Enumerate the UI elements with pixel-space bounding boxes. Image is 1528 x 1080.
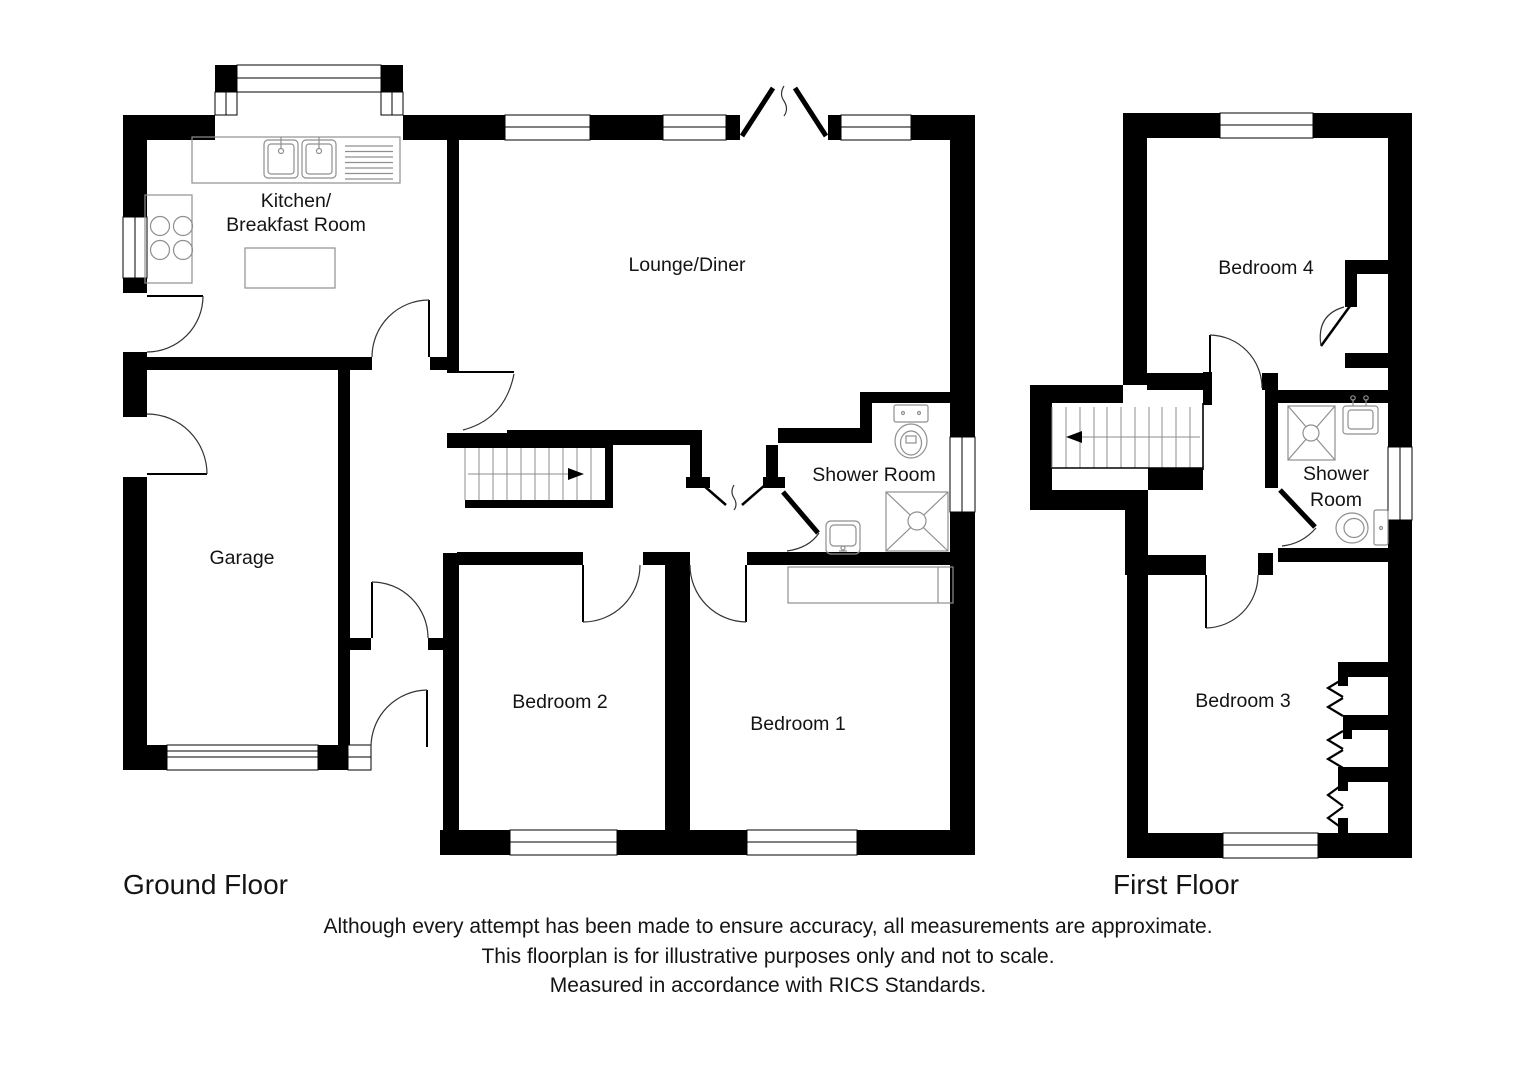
kitchen-sink-icon bbox=[263, 137, 337, 179]
disclaimer-line3: Measured in accordance with RICS Standar… bbox=[550, 974, 987, 997]
kitchen-label-line1: Kitchen/ bbox=[261, 190, 332, 212]
bedroom2-label: Bedroom 2 bbox=[512, 691, 607, 713]
shower-room-window bbox=[949, 436, 976, 513]
bedroom2-door bbox=[582, 564, 641, 623]
lounge-french-doors bbox=[739, 85, 829, 138]
bedroom1-door bbox=[689, 564, 747, 623]
bedroom3-door bbox=[1205, 574, 1259, 629]
first-floor-plan: Bedroom 4 Shower Room Bedroom 3 First Fl… bbox=[1030, 112, 1413, 900]
shower-tray-icon bbox=[1287, 405, 1336, 461]
bedroom4-door bbox=[1209, 334, 1263, 389]
first-floor-stairs bbox=[1051, 403, 1204, 470]
toilet-icon bbox=[893, 404, 929, 459]
bedroom3-label: Bedroom 3 bbox=[1195, 690, 1290, 712]
bedroom4-window bbox=[1219, 112, 1314, 139]
inner-hall-door bbox=[371, 581, 429, 639]
first-floor-title: First Floor bbox=[1113, 869, 1239, 900]
bedroom3-window bbox=[1222, 832, 1319, 859]
disclaimer-line2: This floorplan is for illustrative purpo… bbox=[481, 945, 1054, 968]
ground-floor-doors bbox=[146, 85, 829, 748]
hob-icon bbox=[149, 215, 194, 261]
first-shower-label-line1: Shower bbox=[1303, 463, 1370, 485]
kitchen-fixtures bbox=[144, 136, 401, 289]
ground-floor-title: Ground Floor bbox=[123, 869, 288, 900]
disclaimer: Although every attempt has been made to … bbox=[323, 915, 1212, 997]
bedroom1-wardrobe bbox=[787, 566, 954, 604]
first-shower-fixtures bbox=[1287, 395, 1389, 546]
kitchen-side-window bbox=[122, 216, 148, 279]
first-shower-label-line2: Room bbox=[1310, 489, 1362, 511]
lounge-hall-door bbox=[459, 371, 515, 431]
ground-floor-plan: Kitchen/ Breakfast Room Lounge/Diner Gar… bbox=[122, 64, 976, 900]
kitchen-label-line2: Breakfast Room bbox=[226, 214, 366, 236]
kitchen-side-counter bbox=[144, 194, 193, 284]
garage-label: Garage bbox=[209, 547, 274, 569]
ground-shower-fixtures bbox=[825, 404, 949, 555]
lounge-window-2 bbox=[662, 114, 727, 141]
kitchen-drainer-icon bbox=[345, 145, 393, 180]
first-shower-window bbox=[1387, 446, 1413, 521]
ground-floor-windows bbox=[122, 64, 976, 856]
toilet-icon bbox=[1335, 509, 1389, 546]
front-lobby-door bbox=[370, 689, 428, 748]
side-door-upper bbox=[146, 295, 204, 353]
bedroom1-window bbox=[746, 829, 858, 856]
first-floor-windows bbox=[1219, 112, 1413, 859]
lounge-window-3 bbox=[840, 114, 912, 141]
first-floor-walls bbox=[1030, 113, 1412, 858]
bedroom1-label: Bedroom 1 bbox=[750, 713, 845, 735]
stairs-up-arrow bbox=[568, 468, 584, 480]
garage-door bbox=[166, 744, 319, 771]
kitchen-counter bbox=[191, 136, 401, 184]
shower-room-door bbox=[781, 490, 820, 552]
bedroom4-label: Bedroom 4 bbox=[1218, 257, 1314, 279]
kitchen-island bbox=[244, 247, 336, 289]
kitchen-hall-door bbox=[371, 299, 430, 358]
ground-shower-label: Shower Room bbox=[812, 464, 936, 486]
shower-tray-icon bbox=[885, 491, 949, 552]
first-floor-doors bbox=[1205, 305, 1352, 830]
lounge-window-1 bbox=[504, 114, 591, 141]
ground-floor-walls bbox=[123, 65, 975, 855]
basin-icon bbox=[825, 520, 861, 555]
stairs-down-arrow bbox=[1066, 431, 1082, 443]
hall-side-window bbox=[347, 744, 372, 771]
first-shower-door bbox=[1278, 488, 1317, 547]
kitchen-bay-window bbox=[214, 64, 404, 116]
bedroom2-window bbox=[509, 829, 618, 856]
basin-icon bbox=[1342, 395, 1379, 435]
bedroom4-closet-door bbox=[1319, 305, 1352, 347]
side-door-lower bbox=[146, 413, 208, 475]
lounge-label: Lounge/Diner bbox=[628, 254, 746, 276]
bedroom3-closet-doors bbox=[1325, 678, 1344, 830]
lounge-double-swing-doors bbox=[702, 484, 766, 511]
ground-floor-stairs bbox=[464, 448, 592, 500]
disclaimer-line1: Although every attempt has been made to … bbox=[323, 915, 1212, 938]
